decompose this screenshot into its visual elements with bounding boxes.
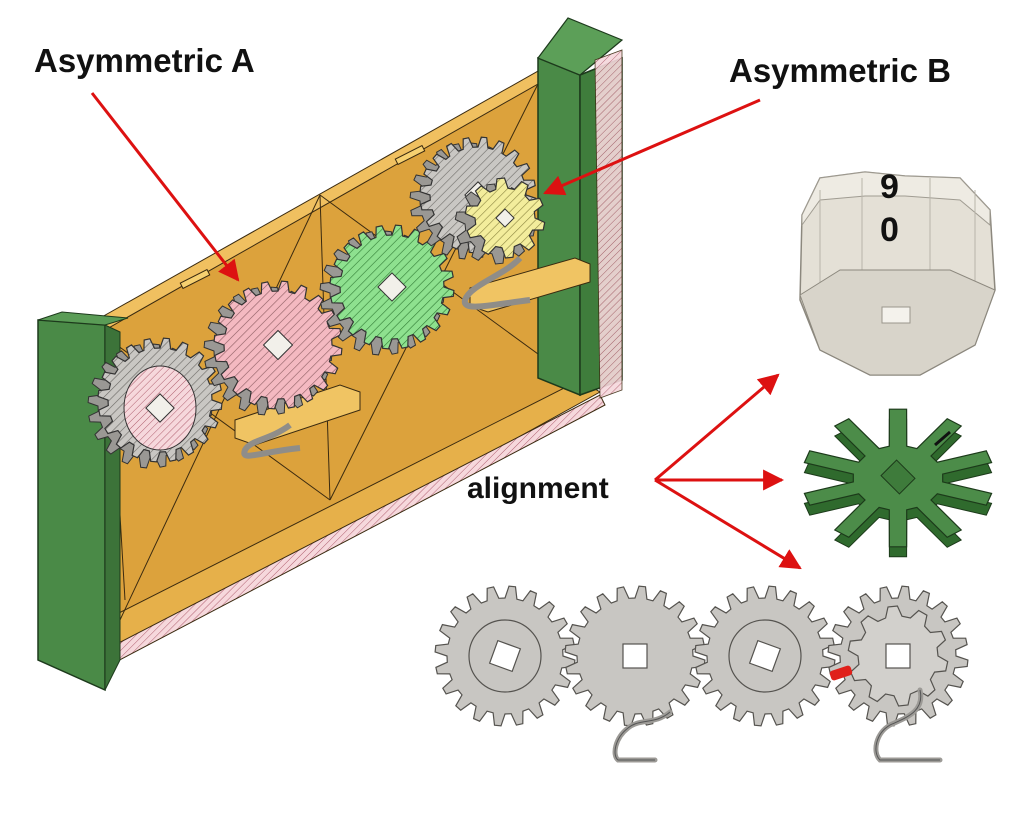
housing-slot — [179, 268, 211, 290]
square-hole — [488, 639, 522, 673]
square-hub-hole — [495, 208, 515, 228]
housing-slot — [394, 144, 426, 166]
gear-green — [319, 224, 455, 356]
label-asymmetric-a: Asymmetric A — [34, 42, 255, 79]
label-asymmetric-b: Asymmetric B — [729, 52, 951, 89]
square-hub-hole — [377, 272, 407, 302]
numbered-dial: 9 0 — [799, 168, 996, 376]
spring-hook-right-outline — [875, 689, 940, 761]
dial-digit-top: 9 — [880, 168, 899, 206]
arrow-asymmetric-b — [543, 98, 761, 196]
green-star-spline — [803, 408, 993, 558]
bottom-gear-row — [434, 585, 969, 727]
hub-ring — [468, 619, 542, 693]
alignment-pin — [829, 665, 853, 681]
arrow-alignment-gears — [654, 478, 802, 570]
gear-yellow-inner — [454, 177, 546, 265]
flat-gear-ring-2 — [694, 585, 836, 727]
square-hub-hole — [262, 329, 294, 361]
square-hub-hole — [145, 393, 175, 423]
star-center — [880, 459, 916, 495]
arrow-asymmetric-a — [90, 92, 240, 282]
box-gears — [87, 136, 546, 469]
right-side-frame — [537, 17, 624, 399]
arrow-alignment-dial — [654, 373, 780, 482]
square-hole — [885, 643, 911, 669]
label-alignment: alignment — [467, 472, 609, 505]
hub-ring — [728, 619, 802, 693]
annotation-arrows — [90, 92, 802, 570]
flat-gear-ring — [434, 585, 576, 727]
square-hole — [748, 639, 782, 673]
spring-hook-left-outline — [614, 711, 671, 761]
dial-digit-bottom: 0 — [880, 211, 899, 249]
flat-gear-plain — [564, 585, 706, 727]
square-hole — [622, 643, 648, 669]
gear-pink — [203, 280, 343, 416]
star-alignment-mark — [934, 430, 951, 447]
shelf-left — [234, 384, 361, 446]
flat-gear-inner — [827, 585, 969, 727]
spring-clip-right — [461, 255, 531, 310]
dial-square-hole — [881, 306, 911, 324]
spring-clip-left — [241, 422, 301, 459]
